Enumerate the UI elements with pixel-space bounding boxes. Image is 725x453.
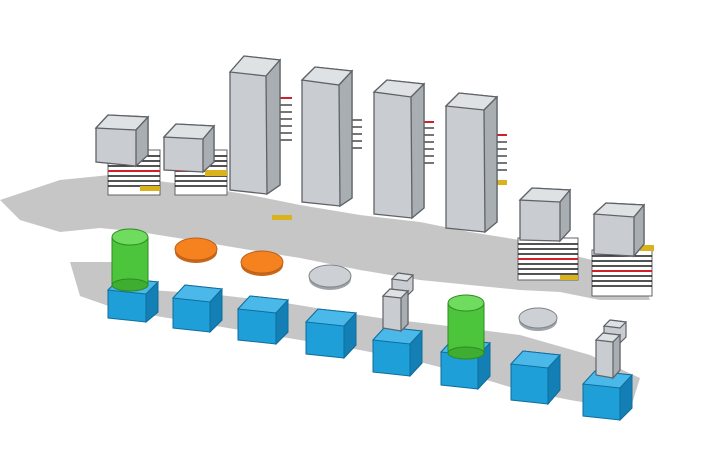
- shadow-back-left: [0, 175, 650, 300]
- orange-disc-2[interactable]: [240, 250, 284, 276]
- blue-box-7[interactable]: [509, 350, 562, 406]
- green-cylinder-1[interactable]: [111, 228, 149, 292]
- blue-box-4[interactable]: [304, 308, 358, 360]
- tower-3[interactable]: [372, 79, 434, 220]
- tower-2[interactable]: [300, 66, 362, 208]
- green-cylinders[interactable]: [111, 228, 485, 360]
- small-stacks[interactable]: [381, 272, 628, 380]
- grey-cube-3[interactable]: [518, 187, 572, 243]
- grey-stack-1[interactable]: [381, 272, 415, 333]
- grey-disc-1[interactable]: [308, 264, 352, 290]
- small-grey-cubes[interactable]: [94, 114, 646, 258]
- discs[interactable]: [174, 237, 558, 331]
- grey-cube-4[interactable]: [592, 202, 646, 258]
- tower-1[interactable]: [228, 55, 292, 196]
- small-yellow-marker: [272, 215, 292, 220]
- blue-box-2[interactable]: [171, 284, 224, 334]
- grey-stack-2[interactable]: [594, 319, 628, 380]
- grey-cube-1[interactable]: [94, 114, 150, 168]
- grey-cube-2[interactable]: [162, 123, 216, 174]
- grey-disc-2[interactable]: [518, 307, 558, 331]
- blue-box-5[interactable]: [371, 326, 424, 378]
- tower-4[interactable]: [444, 92, 507, 234]
- blue-box-3[interactable]: [236, 295, 290, 346]
- green-cylinder-2[interactable]: [447, 294, 485, 360]
- orange-disc-1[interactable]: [174, 237, 218, 263]
- striped-plate-3: [517, 237, 579, 281]
- blue-box-8[interactable]: [581, 370, 634, 422]
- tall-towers[interactable]: [228, 55, 507, 234]
